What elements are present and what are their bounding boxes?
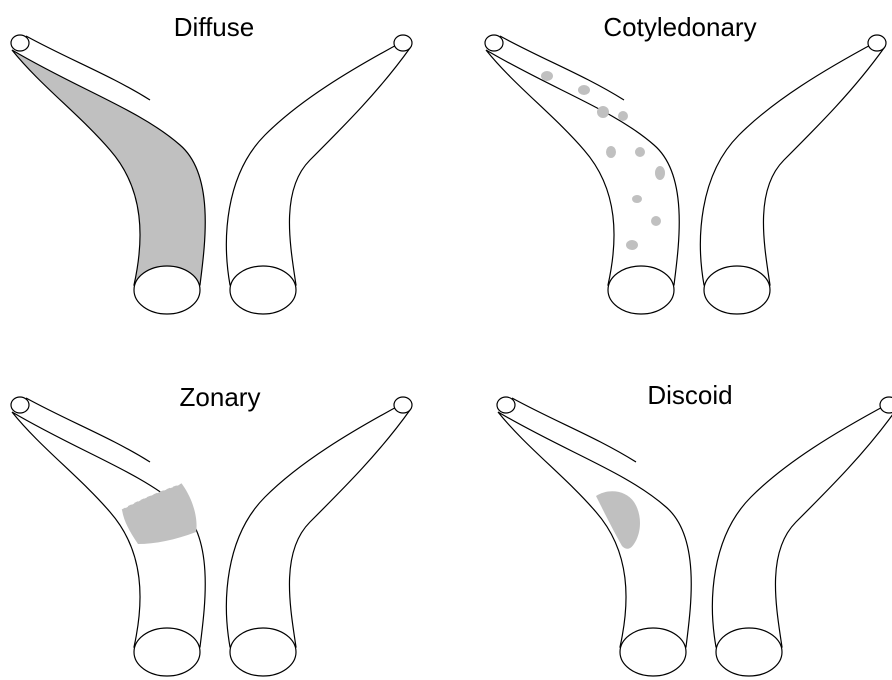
cotyledon <box>578 85 590 95</box>
right-horn-base-ring <box>704 266 770 314</box>
left-horn-tip <box>11 35 29 51</box>
left-uterine-horn <box>12 50 205 285</box>
left-horn-base-ring <box>620 628 686 676</box>
right-uterine-horn <box>700 42 884 285</box>
right-horn-base-ring <box>716 628 782 676</box>
left-horn-base-ring <box>134 628 200 676</box>
cotyledon <box>632 195 642 203</box>
right-horn-tip <box>868 35 886 51</box>
cotyledon <box>618 111 628 121</box>
uterus-diagram-zonary <box>0 362 440 680</box>
panel-diffuse: Diffuse <box>0 0 440 330</box>
panel-discoid: Discoid <box>486 362 892 680</box>
right-uterine-horn <box>226 404 410 647</box>
cotyledon <box>655 166 665 180</box>
right-horn-base-ring <box>230 628 296 676</box>
right-horn-tip <box>394 397 412 413</box>
cotyledon <box>626 240 638 250</box>
right-horn-tip <box>394 35 412 51</box>
uterus-diagram-diffuse <box>0 0 440 330</box>
left-horn-tip <box>485 35 503 51</box>
left-horn-base-ring <box>608 266 674 314</box>
cotyledon <box>541 71 553 81</box>
right-horn-tip <box>880 397 892 413</box>
left-uterine-horn <box>498 412 691 647</box>
panel-zonary: Zonary <box>0 362 440 680</box>
left-horn-tip <box>497 397 515 413</box>
uterus-diagram-cotyledonary <box>474 0 892 330</box>
right-horn-base-ring <box>230 266 296 314</box>
left-horn-tip <box>11 397 29 413</box>
cotyledon <box>606 146 616 158</box>
right-uterine-horn <box>712 404 892 647</box>
right-uterine-horn <box>226 42 410 285</box>
cotyledon <box>635 147 645 157</box>
uterus-diagram-discoid <box>486 362 892 680</box>
cotyledon <box>651 216 661 226</box>
left-horn-base-ring <box>134 266 200 314</box>
cotyledon <box>597 106 609 118</box>
panel-cotyledonary: Cotyledonary <box>474 0 892 330</box>
